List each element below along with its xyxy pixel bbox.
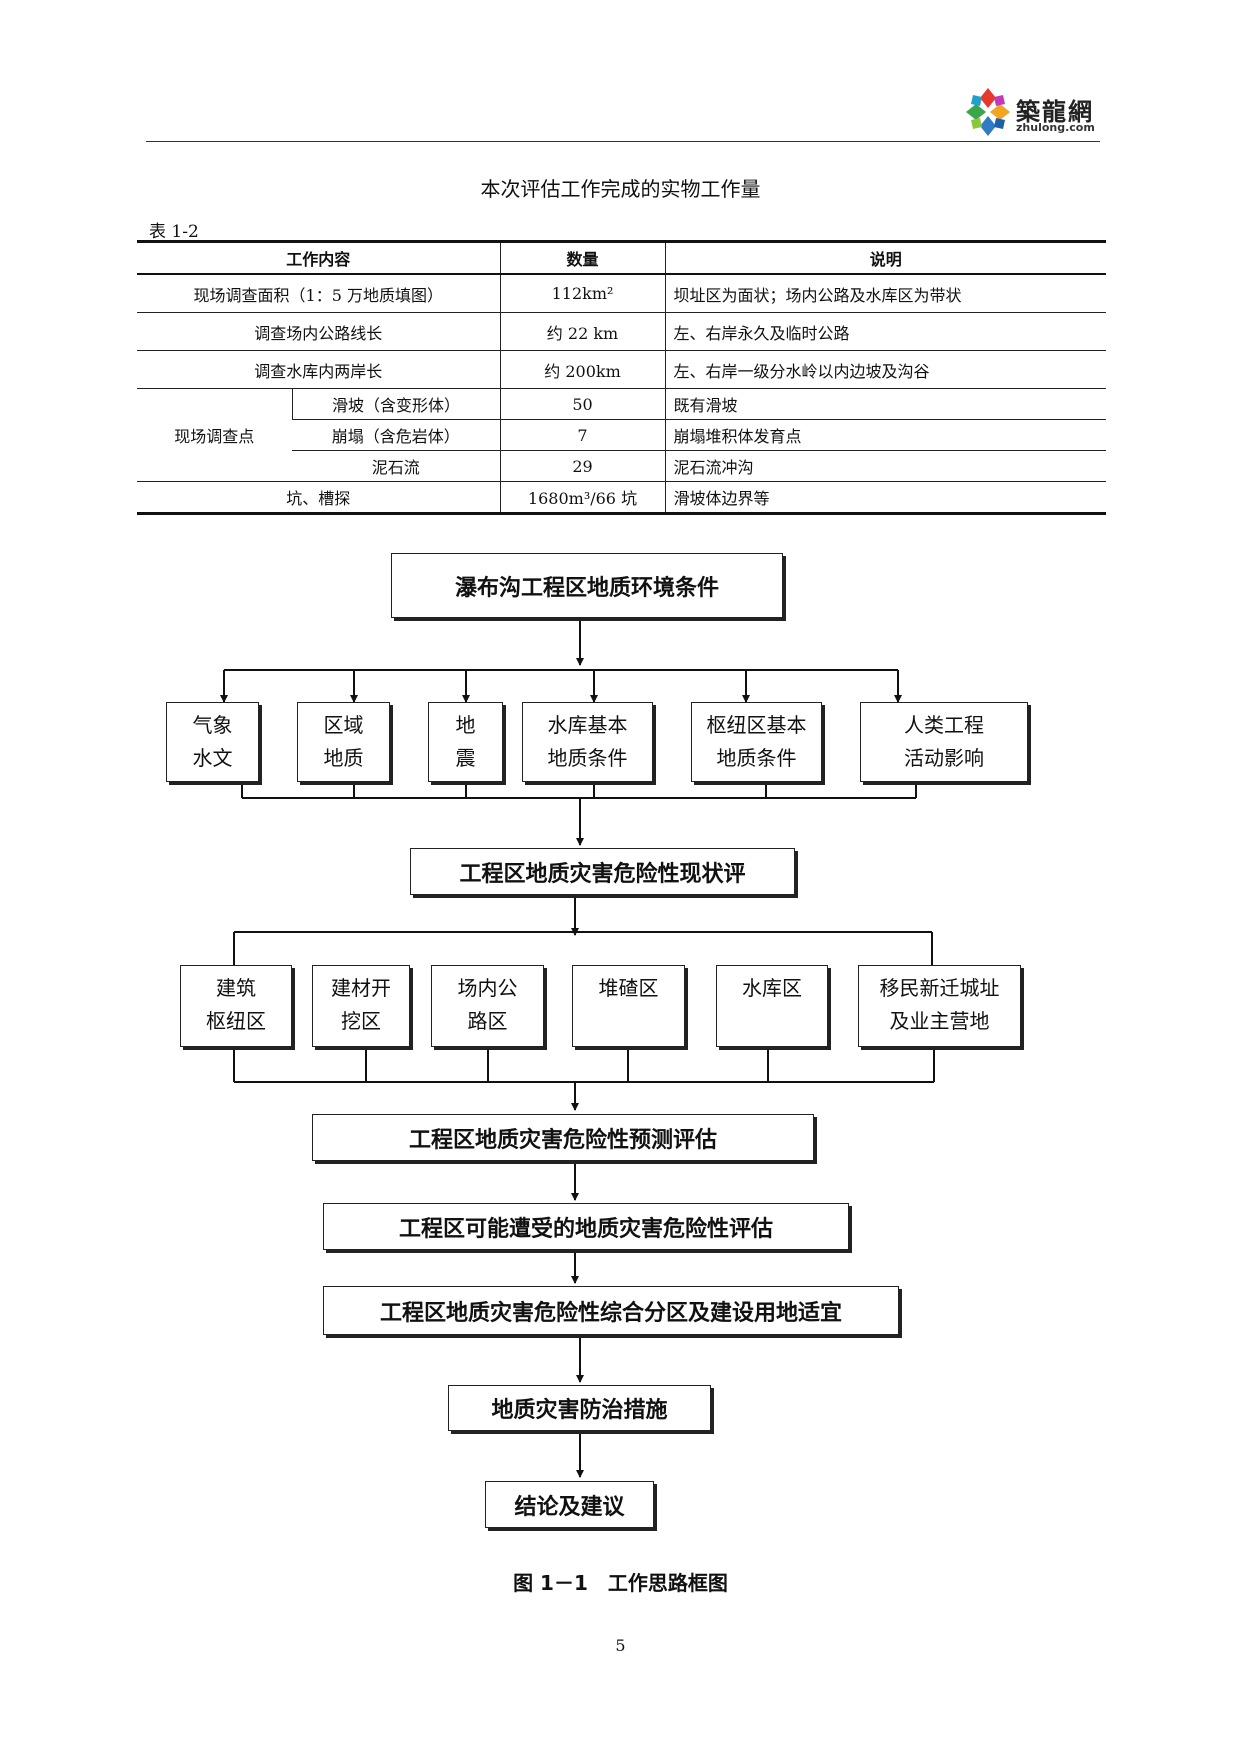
box-line: 气象 <box>192 713 233 737</box>
box-line: 地质 <box>323 746 364 770</box>
cell-content: 调查场内公路线长 <box>137 312 500 351</box>
box-line: 挖区 <box>341 1009 381 1033</box>
box-status-evaluation: 工程区地质灾害危险性现状评 <box>410 848 795 895</box>
cell-desc: 坝址区为面状；场内公路及水库区为带状 <box>664 274 1106 313</box>
box-line: 水文 <box>192 746 233 770</box>
box-line: 及业主营地 <box>889 1009 990 1033</box>
cell-content: 坑、槽探 <box>137 481 500 515</box>
cell-qty: 约 22 km <box>499 312 665 351</box>
box-regional-geology: 区域地质 <box>297 702 390 782</box>
column-header: 说明 <box>664 240 1106 275</box>
box-line: 水库区 <box>742 976 802 1000</box>
cell-content: 调查水库内两岸长 <box>137 350 500 389</box>
zhulong-logo <box>960 86 1100 138</box>
box-line: 水库基本 <box>547 713 628 737</box>
box-line: 枢纽区 <box>206 1009 266 1033</box>
cell-content: 泥石流 <box>292 450 500 482</box>
cell-qty: 7 <box>499 419 665 451</box>
table-row: 泥石流 29 泥石流冲沟 <box>137 450 1106 482</box>
cell-desc: 左、右岸永久及临时公路 <box>664 312 1106 351</box>
box-climate-hydrology: 气象水文 <box>166 702 259 782</box>
cell-desc: 崩塌堆积体发育点 <box>664 419 1106 451</box>
box-hub-construction: 建筑枢纽区 <box>180 965 292 1047</box>
box-hub-geology: 枢纽区基本地质条件 <box>691 702 822 782</box>
cell-qty: 1680m³/66 坑 <box>499 481 665 515</box>
box-line: 建材开 <box>331 976 391 1000</box>
box-material-excavation: 建材开挖区 <box>312 965 410 1047</box>
cell-content: 崩塌（含危岩体） <box>292 419 500 451</box>
cell-desc: 既有滑坡 <box>664 388 1106 420</box>
box-line: 建筑 <box>216 976 256 1000</box>
box-line: 震 <box>455 746 476 770</box>
box-zoning-suitability: 工程区地质灾害危险性综合分区及建设用地适宜 <box>323 1286 899 1335</box>
cell-content: 滑坡（含变形体） <box>291 388 500 420</box>
table-row: 调查水库内两岸长 约 200km 左、右岸一级分水岭以内边坡及沟谷 <box>137 350 1106 389</box>
box-line: 场内公 <box>457 976 518 1000</box>
table-row: 调查场内公路线长 约 22 km 左、右岸永久及临时公路 <box>137 312 1106 351</box>
box-conclusion: 结论及建议 <box>485 1481 654 1528</box>
figure-caption: 图 1－1 工作思路框图 <box>513 1571 728 1595</box>
cell-desc: 左、右岸一级分水岭以内边坡及沟谷 <box>664 350 1106 389</box>
box-environment-conditions: 瀑布沟工程区地质环境条件 <box>391 553 783 618</box>
cell-qty: 50 <box>499 388 665 420</box>
cell-group-label: 现场调查点 <box>137 388 292 482</box>
box-reservoir-geology: 水库基本地质条件 <box>522 702 653 782</box>
box-line: 人类工程 <box>904 713 984 737</box>
box-line: 区域 <box>323 713 364 737</box>
cell-desc: 滑坡体边界等 <box>664 481 1106 515</box>
box-site-road: 场内公路区 <box>431 965 544 1047</box>
box-forecast-evaluation: 工程区地质灾害危险性预测评估 <box>312 1114 814 1161</box>
box-human-activity: 人类工程活动影响 <box>860 702 1028 782</box>
box-prevention-measures: 地质灾害防治措施 <box>448 1385 711 1431</box>
table-row: 崩塌（含危岩体） 7 崩塌堆积体发育点 <box>137 419 1106 451</box>
table-header-row: 工作内容 数量 说明 <box>137 240 1106 275</box>
box-resettlement-site: 移民新迁城址及业主营地 <box>858 965 1021 1047</box>
box-line: 路区 <box>467 1009 508 1033</box>
box-line: 堆碴区 <box>598 976 659 1000</box>
cell-qty: 约 200km <box>499 350 665 389</box>
table-label: 表 1-2 <box>149 222 199 242</box>
box-reservoir-area: 水库区 <box>716 965 828 1047</box>
box-line: 移民新迁城址 <box>879 976 1000 1000</box>
table-row: 现场调查面积（1：5 万地质填图） 112km² 坝址区为面状；场内公路及水库区… <box>137 274 1106 313</box>
box-line: 地质条件 <box>547 746 628 770</box>
box-line: 枢纽区基本 <box>706 713 807 737</box>
logo-mark-icon <box>966 88 1010 136</box>
cell-qty: 29 <box>499 450 665 482</box>
column-header: 工作内容 <box>137 240 500 275</box>
logo-text-en: zhulong.com <box>1016 121 1095 134</box>
table-row: 现场调查点 滑坡（含变形体） 50 既有滑坡 <box>137 388 1106 482</box>
column-header: 数量 <box>499 240 665 275</box>
box-spoil-area: 堆碴区 <box>572 965 685 1047</box>
table-row: 坑、槽探 1680m³/66 坑 滑坡体边界等 <box>137 481 1106 515</box>
cell-desc: 泥石流冲沟 <box>664 450 1106 482</box>
box-possible-hazard-evaluation: 工程区可能遭受的地质灾害危险性评估 <box>323 1203 849 1250</box>
cell-qty: 112km² <box>499 274 665 313</box>
page-number: 5 <box>615 1636 626 1655</box>
logo-text-cn: 築龍網 <box>1016 97 1094 126</box>
box-line: 活动影响 <box>904 746 984 770</box>
workload-table: 工作内容 数量 说明 现场调查面积（1：5 万地质填图） 112km² 坝址区为… <box>137 240 1106 515</box>
box-line: 地质条件 <box>716 746 797 770</box>
header-divider <box>146 141 1100 142</box>
box-earthquake: 地震 <box>428 702 503 782</box>
table-title: 本次评估工作完成的实物工作量 <box>480 177 761 201</box>
cell-content: 现场调查面积（1：5 万地质填图） <box>137 274 500 313</box>
box-line: 地 <box>455 713 476 737</box>
